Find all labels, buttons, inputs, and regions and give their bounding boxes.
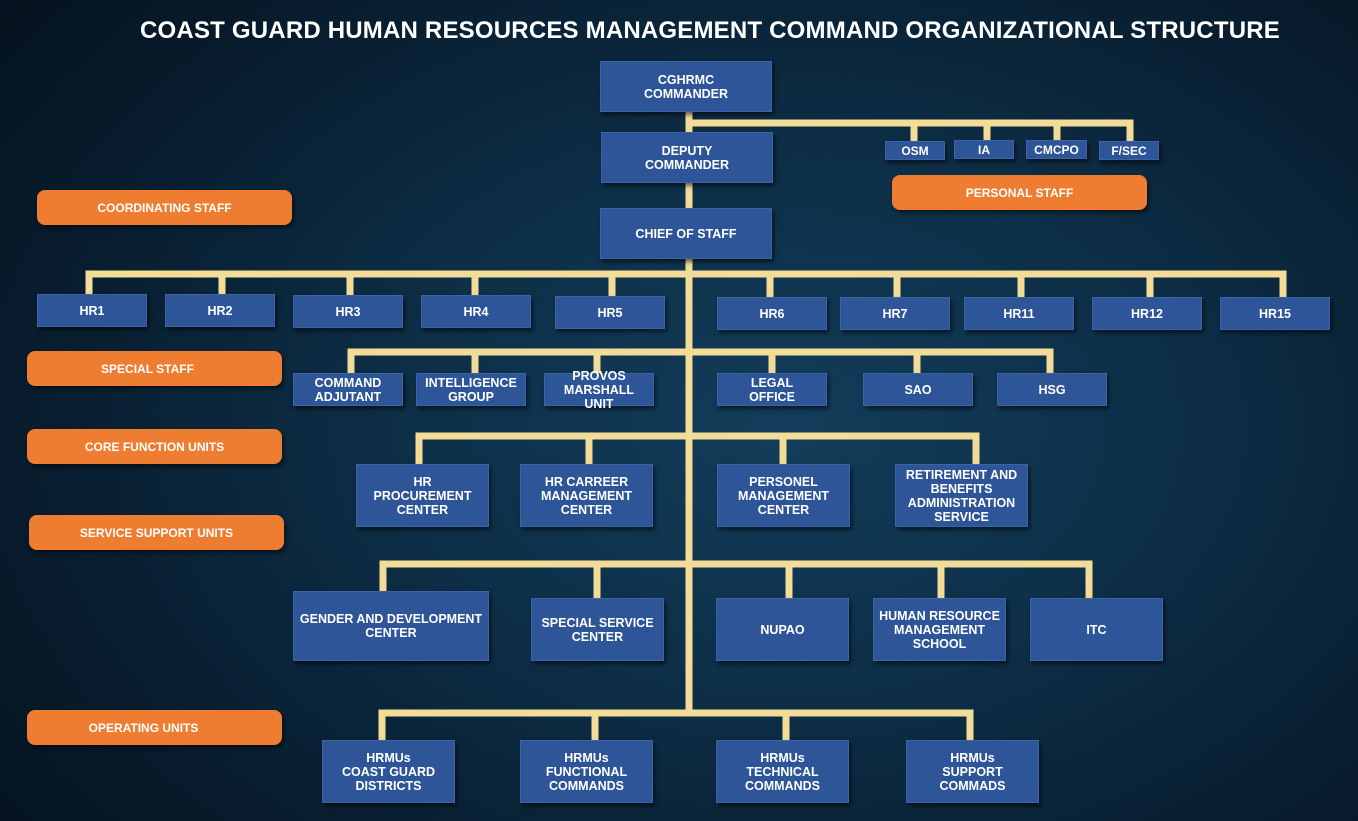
coordinating-staff-hr3: HR3 — [293, 295, 403, 328]
operating-unit-support-commads: HRMUs SUPPORT COMMADS — [906, 740, 1039, 803]
label-special-staff: SPECIAL STAFF — [27, 351, 282, 386]
label-service-support-units: SERVICE SUPPORT UNITS — [29, 515, 284, 550]
special-staff-intelligence-group: INTELLIGENCE GROUP — [416, 373, 526, 406]
personal-staff-osm: OSM — [885, 141, 945, 160]
coordinating-staff-hr5: HR5 — [555, 296, 665, 329]
coordinating-staff-hr6: HR6 — [717, 297, 827, 330]
support-unit-gender-development-center: GENDER AND DEVELOPMENT CENTER — [293, 591, 489, 661]
coordinating-staff-hr7: HR7 — [840, 297, 950, 330]
support-unit-itc: ITC — [1030, 598, 1163, 661]
label-core-function-units: CORE FUNCTION UNITS — [27, 429, 282, 464]
operating-unit-coast-guard-districts: HRMUs COAST GUARD DISTRICTS — [322, 740, 455, 803]
special-staff-command-adjutant: COMMAND ADJUTANT — [293, 373, 403, 406]
coordinating-staff-hr1: HR1 — [37, 294, 147, 327]
support-unit-nupao: NUPAO — [716, 598, 849, 661]
operating-unit-functional-commands: HRMUs FUNCTIONAL COMMANDS — [520, 740, 653, 803]
cghrmc-commander-box: CGHRMC COMMANDER — [600, 61, 772, 112]
special-staff-hsg: HSG — [997, 373, 1107, 406]
label-operating-units: OPERATING UNITS — [27, 710, 282, 745]
coordinating-staff-hr2: HR2 — [165, 294, 275, 327]
coordinating-staff-hr12: HR12 — [1092, 297, 1202, 330]
support-unit-hr-management-school: HUMAN RESOURCE MANAGEMENT SCHOOL — [873, 598, 1006, 661]
core-unit-personel-management-center: PERSONEL MANAGEMENT CENTER — [717, 464, 850, 527]
coordinating-staff-hr11: HR11 — [964, 297, 1074, 330]
core-unit-hr-career-management-center: HR CARREER MANAGEMENT CENTER — [520, 464, 653, 527]
personal-staff-cmcpo: CMCPO — [1026, 140, 1087, 159]
support-unit-special-service-center: SPECIAL SERVICE CENTER — [531, 598, 664, 661]
operating-unit-technical-commands: HRMUs TECHNICAL COMMANDS — [716, 740, 849, 803]
coordinating-staff-hr4: HR4 — [421, 295, 531, 328]
special-staff-legal-office: LEGAL OFFICE — [717, 373, 827, 406]
label-personal-staff: PERSONAL STAFF — [892, 175, 1147, 210]
special-staff-provos-marshall-unit: PROVOS MARSHALL UNIT — [544, 369, 654, 411]
coordinating-staff-hr15: HR15 — [1220, 297, 1330, 330]
chief-of-staff-box: CHIEF OF STAFF — [600, 208, 772, 259]
core-unit-retirement-benefits-service: RETIREMENT AND BENEFITS ADMINISTRATION S… — [895, 464, 1028, 527]
deputy-commander-box: DEPUTY COMMANDER — [601, 132, 773, 183]
special-staff-sao: SAO — [863, 373, 973, 406]
page-title: COAST GUARD HUMAN RESOURCES MANAGEMENT C… — [140, 17, 1280, 44]
personal-staff-fsec: F/SEC — [1099, 141, 1159, 160]
core-unit-hr-procurement-center: HR PROCUREMENT CENTER — [356, 464, 489, 527]
label-coordinating-staff: COORDINATING STAFF — [37, 190, 292, 225]
personal-staff-ia: IA — [954, 140, 1014, 159]
